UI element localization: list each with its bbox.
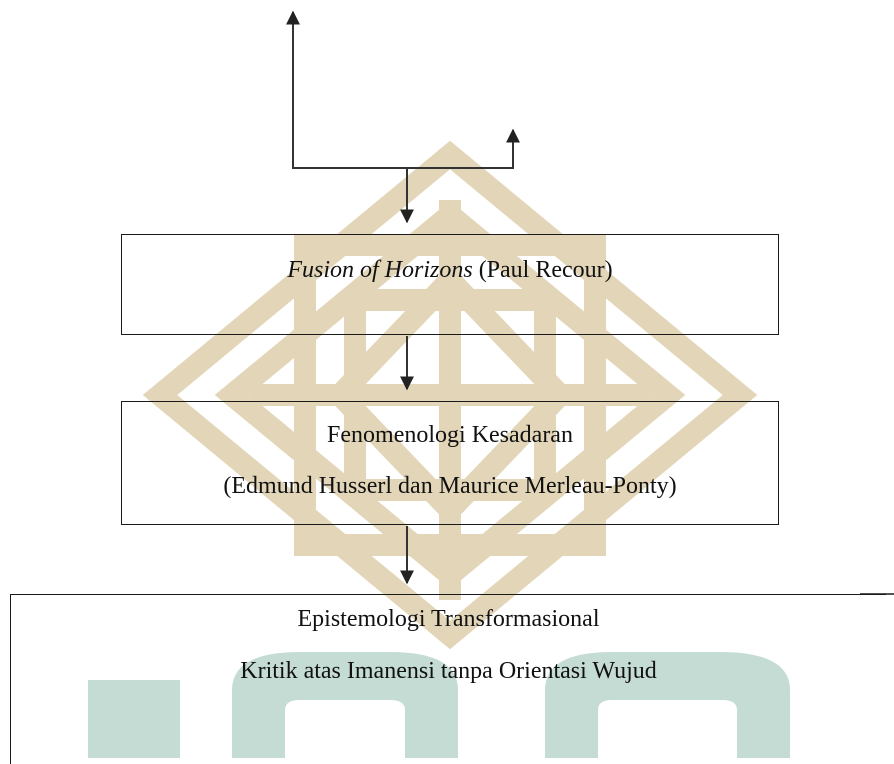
node-fenomenologi-kesadaran: Fenomenologi Kesadaran (Edmund Husserl d… xyxy=(121,401,779,525)
node-fusion-title: Fusion of Horizons xyxy=(287,257,473,283)
node-fenomenologi-title: Fenomenologi Kesadaran xyxy=(327,422,573,448)
node-epistemologi-title: Epistemologi Transformasional xyxy=(297,606,600,632)
watermark-letter-u xyxy=(232,652,458,758)
node-epistemologi-transformasional: Epistemologi Transformasional Kritik ata… xyxy=(10,594,886,764)
node-fusion-author: (Paul Recour) xyxy=(472,257,613,283)
emblem-diamond-outer xyxy=(142,140,758,650)
node-epistemologi-subtitle: Kritik atas Imanensi tanpa Orientasi Wuj… xyxy=(240,658,657,684)
emblem-square-rotated xyxy=(294,234,606,556)
watermark-letter-n xyxy=(545,652,790,758)
node-fenomenologi-authors: (Edmund Husserl dan Maurice Merleau-Pont… xyxy=(223,473,677,499)
node-fusion-label: Fusion of Horizons (Paul Recour) xyxy=(122,257,778,284)
watermark-emblem xyxy=(142,140,758,650)
watermark-letters xyxy=(88,652,790,758)
watermark-letter-i xyxy=(88,680,180,758)
node-fusion-of-horizons: Fusion of Horizons (Paul Recour) xyxy=(121,234,779,335)
edge-branch-bracket xyxy=(292,12,520,169)
